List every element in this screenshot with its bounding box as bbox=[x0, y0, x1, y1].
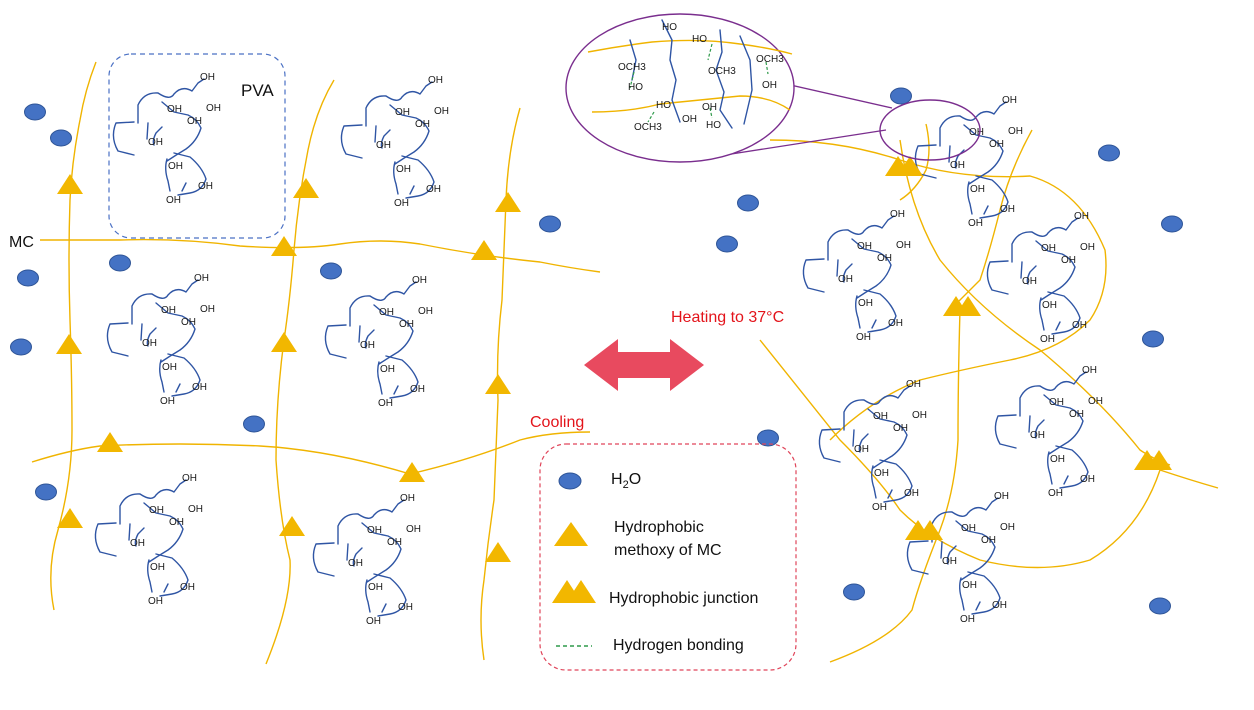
heating-label: Heating to 37°C bbox=[671, 309, 784, 326]
legend-water-icon bbox=[558, 472, 582, 490]
zoom-source-circle bbox=[879, 99, 981, 161]
water-molecule bbox=[757, 429, 779, 447]
water-molecule bbox=[737, 194, 759, 212]
legend-box bbox=[539, 443, 797, 671]
pva-molecule bbox=[906, 490, 1016, 626]
water-molecule bbox=[539, 215, 561, 233]
svg-text:OH: OH bbox=[762, 80, 777, 91]
legend-methoxy-line1: Hydrophobic bbox=[614, 519, 704, 536]
junction-marker bbox=[955, 296, 981, 316]
svg-text:OCH3: OCH3 bbox=[756, 54, 784, 65]
svg-text:OCH3: OCH3 bbox=[634, 122, 662, 133]
water-molecule bbox=[35, 483, 57, 501]
pva-molecule bbox=[914, 94, 1024, 230]
svg-text:HO: HO bbox=[706, 120, 721, 131]
methoxy-marker bbox=[495, 192, 521, 212]
water-molecule bbox=[1149, 597, 1171, 615]
water-molecule bbox=[1161, 215, 1183, 233]
mc-label: MC bbox=[9, 234, 34, 251]
pva-molecule bbox=[324, 274, 434, 410]
methoxy-marker bbox=[471, 240, 497, 260]
water-molecule bbox=[243, 415, 265, 433]
water-molecule bbox=[1098, 144, 1120, 162]
methoxy-marker bbox=[57, 174, 83, 194]
water-molecule bbox=[10, 338, 32, 356]
methoxy-marker bbox=[485, 542, 511, 562]
legend-water-label: H2O bbox=[611, 471, 641, 491]
methoxy-marker bbox=[56, 334, 82, 354]
pva-molecule bbox=[112, 71, 222, 207]
methoxy-marker bbox=[279, 516, 305, 536]
pva-molecule bbox=[94, 472, 204, 608]
water-molecule bbox=[716, 235, 738, 253]
water-molecule bbox=[1142, 330, 1164, 348]
pva-molecule bbox=[802, 208, 912, 344]
methoxy-marker bbox=[57, 508, 83, 528]
svg-text:HO: HO bbox=[628, 82, 643, 93]
legend-methoxy-line2: methoxy of MC bbox=[614, 542, 722, 559]
pva-highlight-box bbox=[108, 53, 286, 239]
water-molecule bbox=[17, 269, 39, 287]
water-molecules bbox=[10, 87, 1183, 615]
pva-molecule bbox=[986, 210, 1096, 346]
junction-marker bbox=[1146, 450, 1172, 470]
water-molecule bbox=[890, 87, 912, 105]
methoxy-marker bbox=[271, 236, 297, 256]
pva-molecule bbox=[340, 74, 450, 210]
mc-network-left bbox=[31, 61, 601, 665]
svg-text:OH: OH bbox=[702, 102, 717, 113]
pva-molecules-left bbox=[94, 71, 450, 628]
pva-label: PVA bbox=[241, 81, 274, 100]
methoxy-marker bbox=[399, 462, 425, 482]
water-molecule bbox=[24, 103, 46, 121]
zoom-inset: HO HO OCH3 OCH3 OCH3 HO OH HO OH OH HO O… bbox=[565, 13, 981, 163]
svg-text:HO: HO bbox=[662, 22, 677, 33]
svg-text:OCH3: OCH3 bbox=[708, 66, 736, 77]
water-molecule bbox=[50, 129, 72, 147]
legend-junction-label: Hydrophobic junction bbox=[609, 590, 758, 607]
water-molecule bbox=[843, 583, 865, 601]
legend: H2O Hydrophobic methoxy of MC Hydrophobi… bbox=[539, 443, 797, 671]
methoxy-marker bbox=[293, 178, 319, 198]
junction-marker bbox=[897, 156, 923, 176]
legend-hbond-label: Hydrogen bonding bbox=[613, 637, 744, 654]
pva-molecule bbox=[994, 364, 1104, 500]
hydrophobic-junctions bbox=[885, 156, 1172, 540]
reversible-arrow bbox=[584, 339, 704, 391]
methoxy-markers-left bbox=[56, 174, 521, 562]
pva-molecule bbox=[818, 378, 928, 514]
methoxy-marker bbox=[485, 374, 511, 394]
junction-marker bbox=[917, 520, 943, 540]
svg-text:OCH3: OCH3 bbox=[618, 62, 646, 73]
legend-methoxy-icon bbox=[554, 522, 588, 546]
water-molecule bbox=[320, 262, 342, 280]
svg-text:OH: OH bbox=[682, 114, 697, 125]
cooling-label: Cooling bbox=[530, 414, 584, 431]
pva-molecule bbox=[106, 272, 216, 408]
legend-junction-icon bbox=[552, 580, 596, 603]
pva-molecules-right bbox=[802, 94, 1104, 626]
svg-text:HO: HO bbox=[656, 100, 671, 111]
pva-molecule bbox=[312, 492, 422, 628]
water-molecule bbox=[109, 254, 131, 272]
zoom-circle bbox=[565, 13, 795, 163]
methoxy-marker bbox=[271, 332, 297, 352]
svg-text:HO: HO bbox=[692, 34, 707, 45]
methoxy-marker bbox=[97, 432, 123, 452]
